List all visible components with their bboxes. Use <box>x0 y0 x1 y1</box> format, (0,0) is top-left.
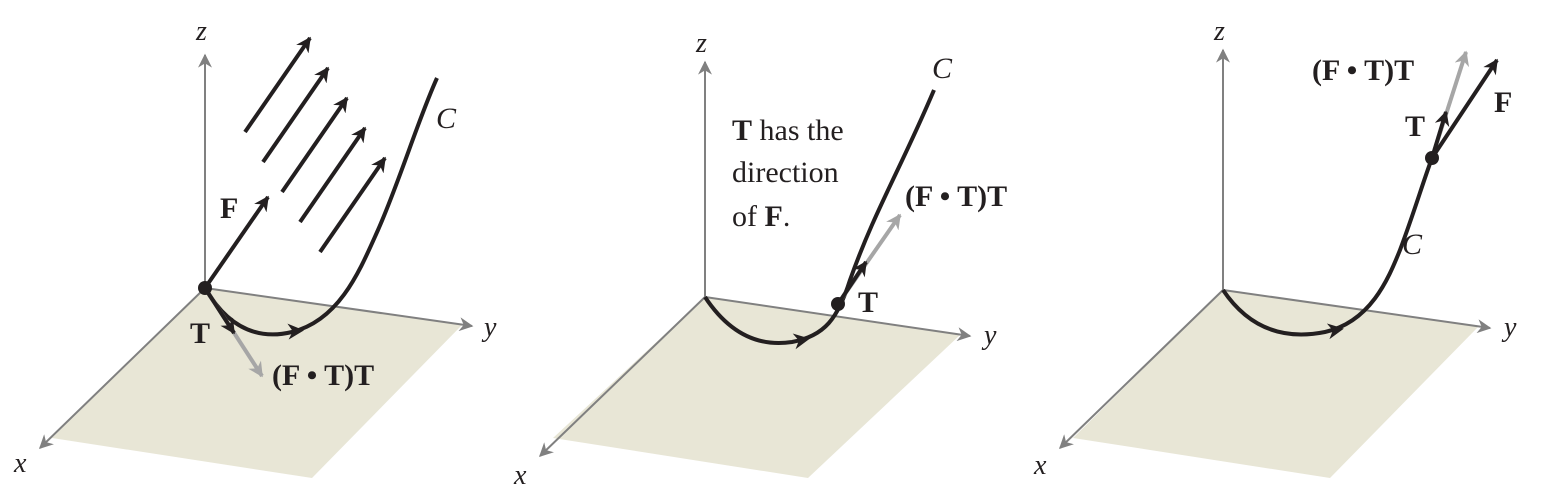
y-axis <box>1222 289 1492 334</box>
field-arrow <box>298 126 367 224</box>
field-vector-arrow <box>1430 58 1499 160</box>
y-axis-label: y <box>1501 312 1517 343</box>
panel-3: z y x C T F (F • T)T <box>1033 16 1517 481</box>
caption-period: . <box>783 200 791 233</box>
caption-bold-t: T <box>732 114 752 147</box>
tangent-arrow <box>203 286 236 335</box>
x-axis-label: x <box>513 460 527 491</box>
xy-plane <box>1073 290 1478 478</box>
field-label: F <box>220 192 238 225</box>
z-axis-label: z <box>695 28 707 59</box>
x-axis <box>538 296 706 457</box>
caption-bold-f: F <box>765 200 783 233</box>
curve-c <box>203 77 439 337</box>
panel-2: z y x C T (F • T)T T has the direction o… <box>513 28 1007 491</box>
field-arrow <box>243 36 312 134</box>
curve-label: C <box>436 102 457 135</box>
z-axis-label: z <box>195 16 207 47</box>
tangent-arrow <box>1430 110 1450 159</box>
y-axis-label: y <box>481 312 497 343</box>
curve-label: C <box>1402 228 1423 261</box>
field-arrow <box>318 156 387 254</box>
y-axis-label: y <box>981 320 997 351</box>
field-label: F <box>1494 86 1512 119</box>
field-arrow <box>261 66 330 164</box>
x-axis <box>1058 289 1224 449</box>
curve-c <box>1221 157 1434 337</box>
tangent-label: T <box>1405 110 1425 143</box>
x-axis-label: x <box>1033 450 1047 481</box>
xy-plane <box>553 297 960 478</box>
caption-line-3: of F. <box>732 200 790 233</box>
caption-text: of <box>732 200 765 233</box>
caption-text: has the <box>752 114 844 147</box>
xy-plane <box>52 288 462 478</box>
projection-label: (F • T)T <box>1312 54 1414 87</box>
curve-label: C <box>932 52 953 85</box>
projection-label: (F • T)T <box>272 359 374 392</box>
caption-line-1: T has the <box>732 114 844 147</box>
point-marker <box>831 297 845 311</box>
projection-label: (F • T)T <box>905 180 1007 213</box>
point-marker <box>198 281 212 295</box>
caption-line-2: direction <box>732 156 839 189</box>
panel-1: z y x C F T (F • T)T <box>13 16 497 479</box>
tangent-label: T <box>858 286 878 319</box>
field-arrow <box>280 96 349 194</box>
y-axis <box>704 296 972 342</box>
point-marker <box>1425 151 1439 165</box>
tangent-label: T <box>190 317 210 350</box>
field-vector-arrow <box>203 195 270 290</box>
x-axis <box>38 287 206 449</box>
z-axis-label: z <box>1213 16 1225 47</box>
tangent-arrow <box>836 260 868 306</box>
y-axis <box>204 287 474 332</box>
x-axis-label: x <box>13 448 27 479</box>
